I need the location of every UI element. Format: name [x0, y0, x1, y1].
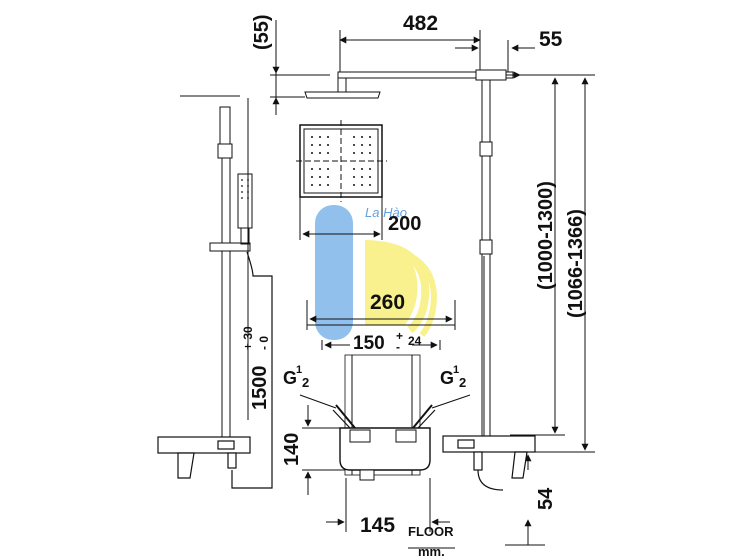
unit-label: mm.: [418, 544, 445, 559]
thread-right-den: 2: [459, 375, 466, 390]
dim-overall-width: 260: [370, 291, 405, 314]
thread-left-g: G: [283, 368, 297, 388]
dim-height-range-a: (1000-1300): [535, 181, 557, 290]
thread-left-num: 1: [296, 364, 302, 376]
floor-label: FLOOR: [408, 524, 454, 539]
left-mixer: [157, 436, 251, 479]
dim-arm-length: 482: [403, 12, 438, 35]
dim-top-offset: (55): [251, 14, 273, 50]
top-dimensions: [270, 20, 535, 115]
dim-rail-height: 1500: [249, 366, 271, 411]
slide-rail: [180, 95, 273, 489]
thread-left-den: 2: [302, 375, 309, 390]
dim-mixer-base: 145: [360, 514, 395, 537]
dim-arm-end: 55: [539, 28, 563, 51]
dim-mixer-tol-value: 24: [408, 334, 422, 348]
dim-height-range-b: (1066-1366): [565, 209, 587, 318]
dim-rail-tol-minus: - 0: [257, 336, 271, 350]
thread-right-num: 1: [453, 364, 459, 376]
dim-mixer-spacing: 150: [353, 333, 385, 354]
dim-mixer-tol-minus: -: [396, 340, 400, 354]
dim-mixer-height: 140: [281, 433, 303, 466]
watermark-text: La Hào: [365, 205, 407, 220]
riser-pipe: [479, 80, 493, 440]
dim-spout-height: 54: [535, 487, 557, 510]
dim-mixer-tol-plus: +: [396, 329, 403, 343]
overhead-shower: [296, 69, 521, 240]
dim-rail-tol-plus: + 30: [241, 326, 255, 350]
dim-head-width: 200: [388, 213, 421, 235]
thread-right-g: G: [440, 368, 454, 388]
mixer-front-view: [299, 300, 471, 549]
right-mixer: [442, 435, 536, 491]
